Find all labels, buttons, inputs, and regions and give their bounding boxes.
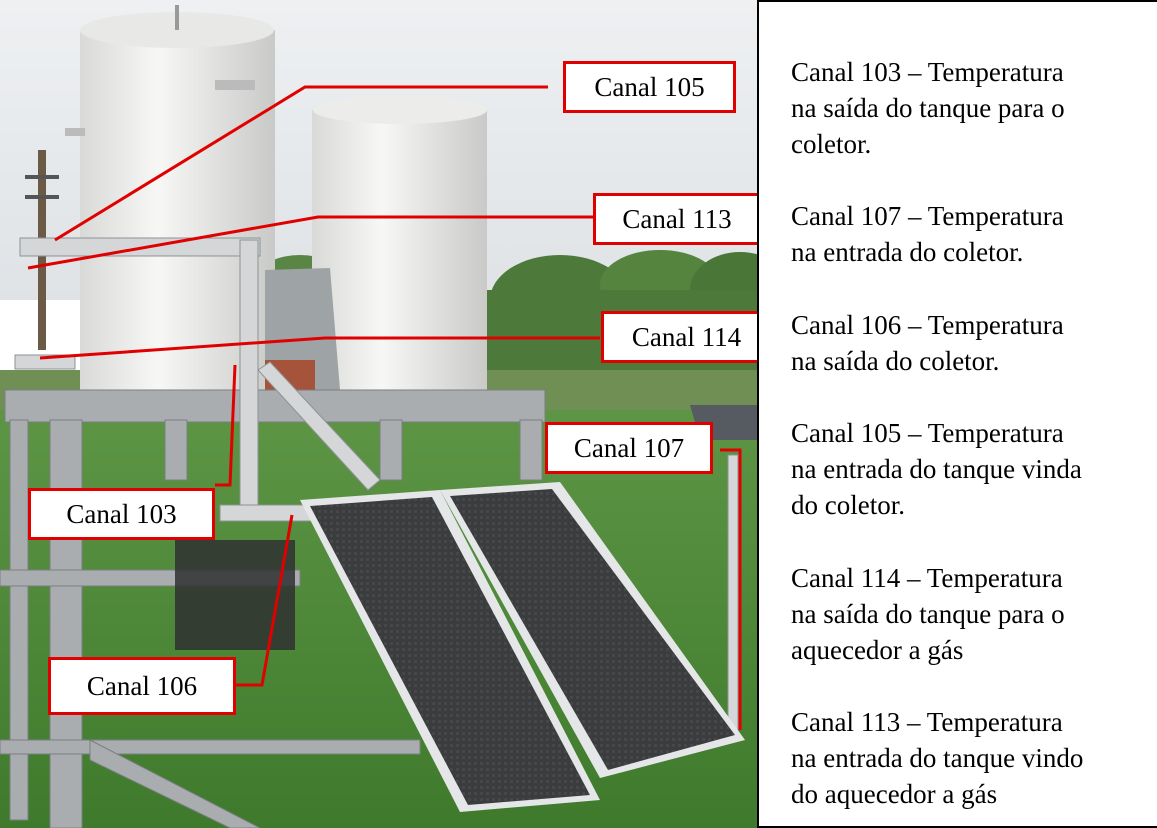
leader-114	[39, 336, 600, 360]
label-canal-107: Canal 107	[545, 422, 713, 474]
legend-canal-106: Canal 106 – Temperatura na saída do cole…	[791, 310, 1064, 376]
label-canal-105: Canal 105	[563, 61, 736, 113]
label-canal-106: Canal 106	[48, 657, 236, 715]
solar-panel-right	[440, 482, 745, 778]
legend-canal-114: Canal 114 – Temperatura na saída do tanq…	[791, 563, 1065, 665]
label-canal-113: Canal 113	[593, 193, 761, 245]
legend-panel: Canal 103 – Temperatura na saída do tanq…	[757, 0, 1157, 828]
label-canal-103: Canal 103	[28, 488, 215, 540]
right-tank	[312, 96, 487, 395]
solar-panel-left	[300, 490, 600, 812]
legend-canal-107: Canal 107 – Temperatura na entrada do co…	[791, 201, 1064, 267]
pipes	[14, 237, 739, 736]
leader-105	[54, 85, 548, 242]
label-canal-114: Canal 114	[601, 311, 772, 363]
leader-lines	[27, 85, 742, 730]
leader-106	[236, 514, 294, 687]
left-tank	[65, 5, 275, 390]
legend-canal-105: Canal 105 – Temperatura na entrada do ta…	[791, 418, 1082, 520]
leader-103	[215, 364, 237, 487]
leader-107	[720, 448, 742, 730]
legend-canal-103: Canal 103 – Temperatura na saída do tanq…	[791, 57, 1065, 159]
legend-canal-113: Canal 113 – Temperatura na entrada do ta…	[791, 707, 1084, 809]
leader-113	[27, 215, 593, 270]
